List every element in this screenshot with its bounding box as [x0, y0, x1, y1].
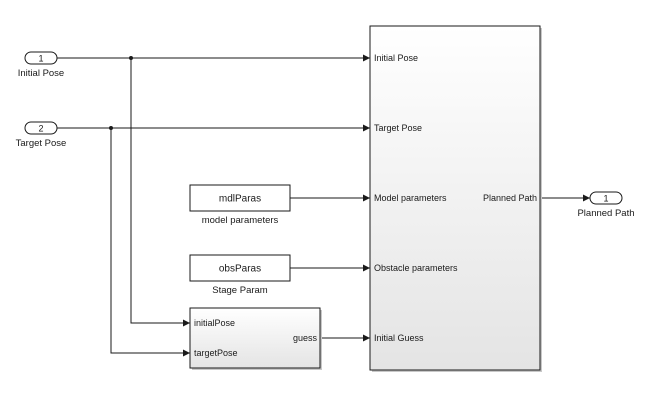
- wire-target-pose-branch[interactable]: [110, 128, 190, 357]
- planner-input-initial-guess: Initial Guess: [374, 333, 424, 343]
- path-planner-block[interactable]: Initial Pose Target Pose Model parameter…: [369, 25, 542, 372]
- planner-input-target-pose: Target Pose: [374, 123, 422, 133]
- inport-target-pose-label: Target Pose: [16, 138, 67, 149]
- initial-guess-block[interactable]: initialPose targetPose guess: [189, 307, 322, 370]
- planner-input-initial-pose: Initial Pose: [374, 53, 418, 63]
- inport-target-pose-shape[interactable]: [24, 121, 58, 135]
- initial-guess-input-initialpose: initialPose: [194, 318, 235, 328]
- outport-planned-path-number: 1: [603, 194, 608, 204]
- constant-block-mdlparas-shape[interactable]: [189, 184, 291, 212]
- branch-point-target-pose: [109, 126, 113, 130]
- inport-initial-pose-label: Initial Pose: [18, 68, 64, 79]
- wire-initial-pose-branch[interactable]: [130, 58, 190, 327]
- inport-initial-pose[interactable]: 1 Initial Pose: [18, 51, 64, 79]
- signal-lines: [57, 54, 590, 357]
- inport-initial-pose-number: 1: [38, 54, 43, 64]
- inport-target-pose[interactable]: 2 Target Pose: [16, 121, 67, 149]
- path-planner-block-shape[interactable]: [369, 25, 541, 371]
- planner-output-planned-path: Planned Path: [483, 193, 537, 203]
- constant-block-obsparas-shape[interactable]: [189, 254, 291, 282]
- outport-planned-path[interactable]: 1 Planned Path: [577, 191, 635, 219]
- constant-block-mdlparas[interactable]: mdlParas model parameters: [189, 184, 291, 226]
- outport-planned-path-label: Planned Path: [577, 208, 634, 219]
- inport-initial-pose-shape[interactable]: [24, 51, 58, 65]
- branch-point-initial-pose: [129, 56, 133, 60]
- initial-guess-output-guess: guess: [293, 333, 318, 343]
- initial-guess-input-targetpose: targetPose: [194, 348, 238, 358]
- constant-block-mdlparas-label: model parameters: [202, 215, 279, 226]
- constant-block-obsparas-value: obsParas: [219, 264, 261, 275]
- constant-block-obsparas-label: Stage Param: [212, 285, 268, 296]
- outport-planned-path-shape[interactable]: [589, 191, 623, 205]
- constant-block-mdlparas-value: mdlParas: [219, 194, 261, 205]
- planner-input-model-parameters: Model parameters: [374, 193, 447, 203]
- constant-block-obsparas[interactable]: obsParas Stage Param: [189, 254, 291, 296]
- inport-target-pose-number: 2: [38, 124, 43, 134]
- planner-input-obstacle-parameters: Obstacle parameters: [374, 263, 458, 273]
- initial-guess-block-shape[interactable]: [189, 307, 321, 369]
